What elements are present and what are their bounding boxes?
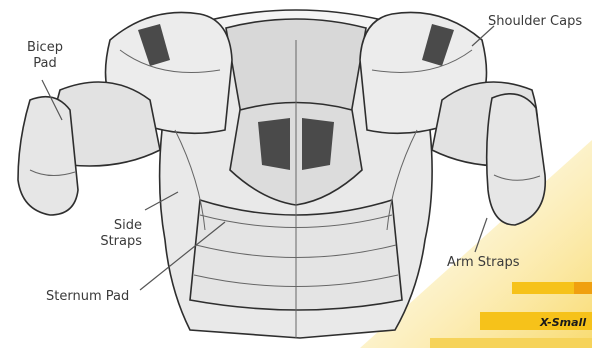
label-arm-straps-text: Arm Straps (447, 255, 520, 270)
label-bicep-pad-text: Bicep Pad (27, 40, 63, 71)
label-shoulder-caps: Shoulder Caps (488, 14, 582, 30)
size-tag: X-Small (540, 316, 586, 329)
label-side-straps: Side Straps (96, 218, 142, 250)
label-shoulder-caps-text: Shoulder Caps (488, 14, 582, 29)
size-bar-bottom (430, 338, 592, 348)
label-sternum-pad: Sternum Pad (46, 289, 129, 305)
label-side-straps-text: Side Straps (100, 218, 142, 249)
size-bar-upper-tip (574, 282, 592, 294)
label-arm-straps: Arm Straps (447, 255, 520, 271)
label-sternum-pad-text: Sternum Pad (46, 289, 129, 304)
label-bicep-pad: Bicep Pad (24, 40, 66, 72)
